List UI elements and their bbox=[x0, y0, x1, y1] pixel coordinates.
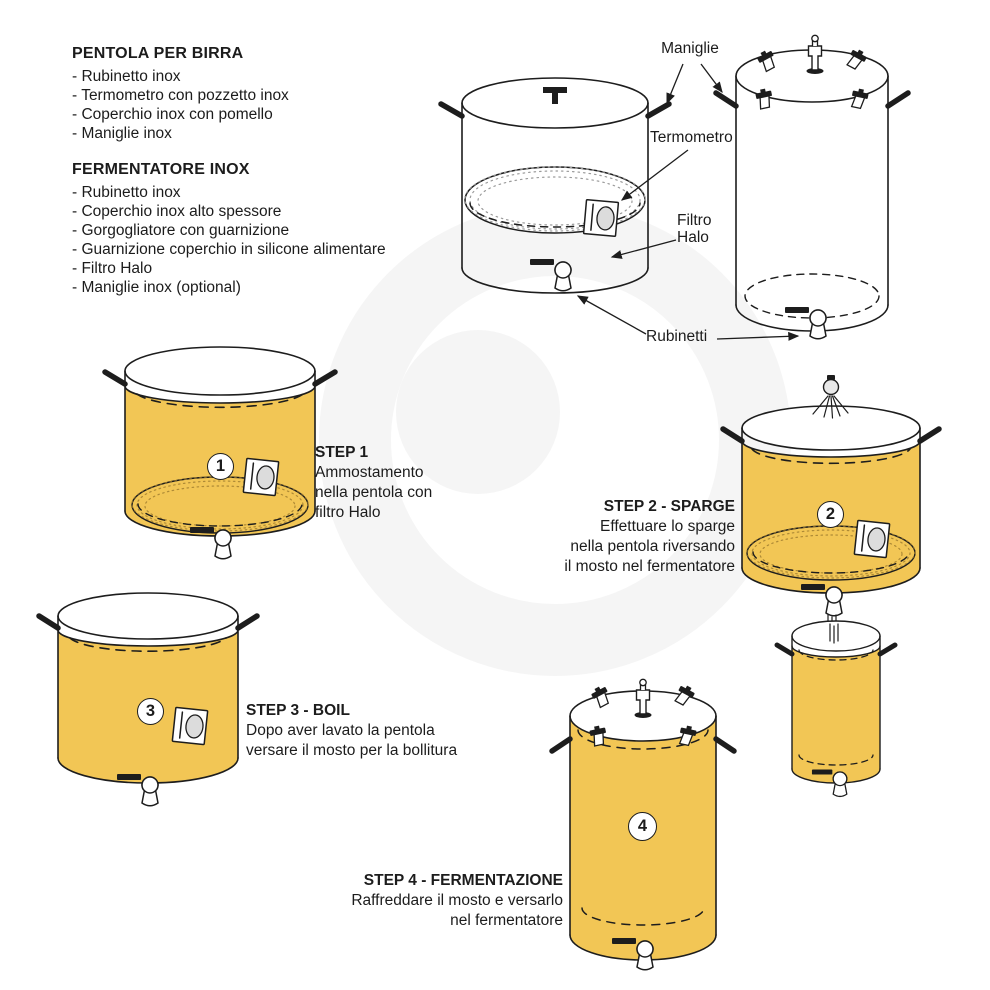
fermenter-handle bbox=[713, 736, 737, 754]
thermometer-icon bbox=[853, 519, 891, 559]
thermometer-icon bbox=[582, 198, 620, 238]
liquid-surface-dashed bbox=[751, 448, 911, 465]
step4-line: Raffreddare il mosto e versarlo bbox=[351, 892, 563, 909]
fermenter-handle bbox=[713, 90, 739, 109]
step3-label: STEP 3 - BOIL Dopo aver lavato la pentol… bbox=[246, 701, 457, 761]
step1-label: STEP 1 Ammostamento nella pentola con fi… bbox=[315, 443, 432, 523]
background-watermark bbox=[319, 204, 791, 676]
pot-handle bbox=[645, 101, 672, 119]
step1-line: Ammostamento bbox=[315, 464, 424, 481]
parts-item: - Maniglie inox (optional) bbox=[72, 279, 241, 296]
parts-item: - Rubinetto inox bbox=[72, 184, 181, 201]
label-rubinetti: Rubinetti bbox=[646, 328, 708, 345]
parts-item: - Coperchio inox con pomello bbox=[72, 106, 273, 123]
pot-handle bbox=[312, 369, 338, 387]
tap-icon bbox=[116, 773, 159, 807]
step2-line: Effettuare lo sparge bbox=[600, 518, 735, 535]
step2-line: nella pentola riversando bbox=[570, 538, 735, 555]
fermenter-handle bbox=[549, 736, 573, 754]
lid-knob-icon bbox=[543, 87, 567, 104]
tap-icon bbox=[189, 526, 232, 560]
step1-line: nella pentola con bbox=[315, 484, 433, 501]
step2-label: STEP 2 - SPARGE Effettuare lo sparge nel… bbox=[564, 497, 735, 577]
pentola-parts-title: PENTOLA PER BIRRA bbox=[72, 45, 244, 62]
step1-title: STEP 1 bbox=[315, 444, 369, 461]
parts-item: - Rubinetto inox bbox=[72, 68, 181, 85]
label-filtro-halo: Filtro Halo bbox=[677, 212, 711, 246]
pot-handle bbox=[235, 613, 260, 631]
pot-handle bbox=[102, 369, 128, 387]
step1-line: filtro Halo bbox=[315, 504, 381, 521]
pentola-parts-list: PENTOLA PER BIRRA - Rubinetto inox - Ter… bbox=[72, 44, 289, 143]
tap-icon bbox=[784, 306, 827, 340]
liquid-surface-dashed bbox=[798, 649, 874, 661]
step3-line: versare il mosto per la bollitura bbox=[246, 742, 458, 759]
pot-handle bbox=[36, 613, 61, 631]
fermenter-handle bbox=[774, 642, 795, 657]
tap-icon bbox=[800, 583, 843, 617]
label-filtro-line2: Halo bbox=[677, 229, 709, 246]
label-termometro: Termometro bbox=[650, 129, 733, 146]
arrow-rubinetti-fermenter bbox=[716, 331, 800, 341]
step3-line: Dopo aver lavato la pentola bbox=[246, 722, 435, 739]
arrow-maniglie-pot bbox=[666, 63, 684, 105]
pot-handle bbox=[438, 101, 465, 119]
fermentatore-parts-list: FERMENTATORE INOX - Rubinetto inox - Cop… bbox=[72, 160, 386, 297]
parts-item: - Termometro con pozzetto inox bbox=[72, 87, 289, 104]
parts-item: - Maniglie inox bbox=[72, 125, 172, 142]
thermometer-icon bbox=[242, 457, 280, 497]
fermenter-diagram bbox=[713, 34, 911, 340]
liquid-surface-dashed bbox=[69, 637, 227, 653]
inner-bottom-dashed bbox=[581, 907, 705, 926]
step3-title: STEP 3 - BOIL bbox=[246, 702, 350, 719]
arrow-termometro bbox=[620, 149, 689, 201]
wort-liquid bbox=[792, 646, 880, 783]
arrow-rubinetti-pot bbox=[576, 295, 647, 335]
label-filtro-line1: Filtro bbox=[677, 212, 712, 229]
step4-number-badge: 4 bbox=[628, 812, 657, 841]
inner-bottom-dashed bbox=[798, 754, 874, 766]
step4-line: nel fermentatore bbox=[450, 912, 563, 929]
inner-bottom-dashed bbox=[744, 273, 880, 319]
step4-label: STEP 4 - FERMENTAZIONE Raffreddare il mo… bbox=[351, 871, 563, 931]
pot-handle bbox=[917, 426, 942, 444]
parts-item: - Filtro Halo bbox=[72, 260, 153, 277]
arrow-maniglie-fermenter bbox=[700, 63, 723, 94]
step2-line: il mosto nel fermentatore bbox=[564, 558, 735, 575]
step2-title: STEP 2 - SPARGE bbox=[603, 498, 735, 515]
parts-item: - Guarnizione coperchio in silicone alim… bbox=[72, 241, 386, 258]
liquid-surface-dashed bbox=[136, 393, 304, 409]
step2-number-badge: 2 bbox=[817, 501, 844, 528]
pot-handle bbox=[720, 426, 745, 444]
fermenter-handle bbox=[885, 90, 911, 109]
step3-number-badge: 3 bbox=[137, 698, 164, 725]
parts-item: - Gorgogliatore con guarnizione bbox=[72, 222, 290, 239]
pour-stream bbox=[829, 623, 839, 644]
parts-item: - Coperchio inox alto spessore bbox=[72, 203, 282, 220]
pot-diagram bbox=[438, 77, 672, 294]
fermenter-handle bbox=[877, 642, 898, 657]
step4-title: STEP 4 - FERMENTAZIONE bbox=[363, 872, 563, 889]
step2-small-fermenter bbox=[774, 620, 898, 798]
label-maniglie: Maniglie bbox=[661, 40, 719, 57]
label-arrows bbox=[576, 63, 800, 341]
thermometer-icon bbox=[171, 706, 209, 746]
fermentatore-parts-title: FERMENTATORE INOX bbox=[72, 161, 250, 178]
step1-number-badge: 1 bbox=[207, 453, 234, 480]
halo-filter bbox=[464, 166, 646, 234]
arrow-filtro-halo bbox=[610, 239, 677, 259]
